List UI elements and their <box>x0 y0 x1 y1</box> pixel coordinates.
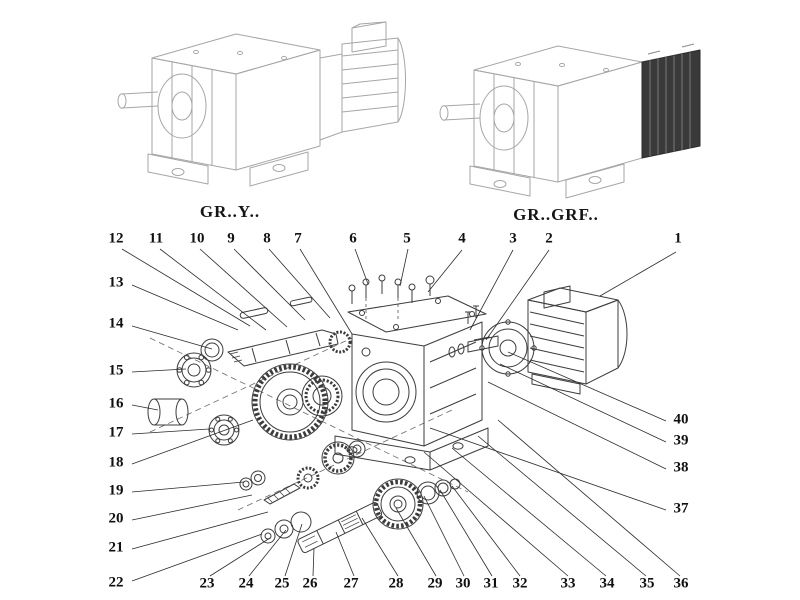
callout-28: 28 <box>388 575 404 592</box>
callout-17: 17 <box>108 424 124 441</box>
motor-assembly-drawing <box>448 285 628 395</box>
callout-20: 20 <box>108 510 124 527</box>
callout-38: 38 <box>673 459 689 476</box>
callout-2: 2 <box>545 230 553 247</box>
callout-16: 16 <box>108 395 124 412</box>
gear-housing-drawing <box>334 295 489 471</box>
callout-35: 35 <box>639 575 655 592</box>
callout-39: 39 <box>673 432 689 449</box>
callout-19: 19 <box>108 482 124 499</box>
callout-1: 1 <box>674 230 682 247</box>
variant-label-gr-grf: GR..GRF.. <box>513 205 599 224</box>
callout-5: 5 <box>403 230 411 247</box>
housing-bolts-drawing <box>348 274 435 322</box>
callout-34: 34 <box>599 575 615 592</box>
callout-14: 14 <box>108 315 124 332</box>
callout-22: 22 <box>108 574 124 591</box>
output-shaft-assembly-drawing <box>260 478 461 554</box>
callout-11: 11 <box>148 230 164 247</box>
intermediate-shaft-drawing <box>239 440 366 505</box>
callout-3: 3 <box>509 230 517 247</box>
leader-lines <box>121 248 681 582</box>
callout-12: 12 <box>108 230 124 247</box>
callout-9: 9 <box>227 230 235 247</box>
callout-23: 23 <box>199 575 215 592</box>
exploded-view-drawing <box>147 274 628 554</box>
callout-26: 26 <box>302 575 318 592</box>
callout-13: 13 <box>108 274 124 291</box>
callout-36: 36 <box>673 575 689 592</box>
callout-4: 4 <box>458 230 466 247</box>
callout-18: 18 <box>108 454 124 471</box>
gear-set-drawing <box>147 363 343 446</box>
callout-29: 29 <box>427 575 443 592</box>
callout-6: 6 <box>349 230 357 247</box>
assembly-axis-lines <box>149 337 469 511</box>
callout-15: 15 <box>108 362 124 379</box>
input-shaft-assembly-drawing <box>176 296 352 388</box>
gearmotor-illustration-gr-grf <box>439 43 701 199</box>
callout-31: 31 <box>483 575 499 592</box>
callout-8: 8 <box>263 230 271 247</box>
callout-33: 33 <box>560 575 576 592</box>
callout-21: 21 <box>108 539 124 556</box>
callout-37: 37 <box>673 500 689 517</box>
variant-label-gr-y: GR..Y.. <box>199 202 261 221</box>
gearmotor-illustration-gr-y <box>117 21 406 187</box>
callout-30: 30 <box>455 575 471 592</box>
callout-10: 10 <box>189 230 205 247</box>
callout-32: 32 <box>512 575 528 592</box>
callout-25: 25 <box>274 575 290 592</box>
callout-24: 24 <box>238 575 254 592</box>
callout-7: 7 <box>294 230 302 247</box>
callout-40: 40 <box>673 411 689 428</box>
callout-27: 27 <box>343 575 359 592</box>
